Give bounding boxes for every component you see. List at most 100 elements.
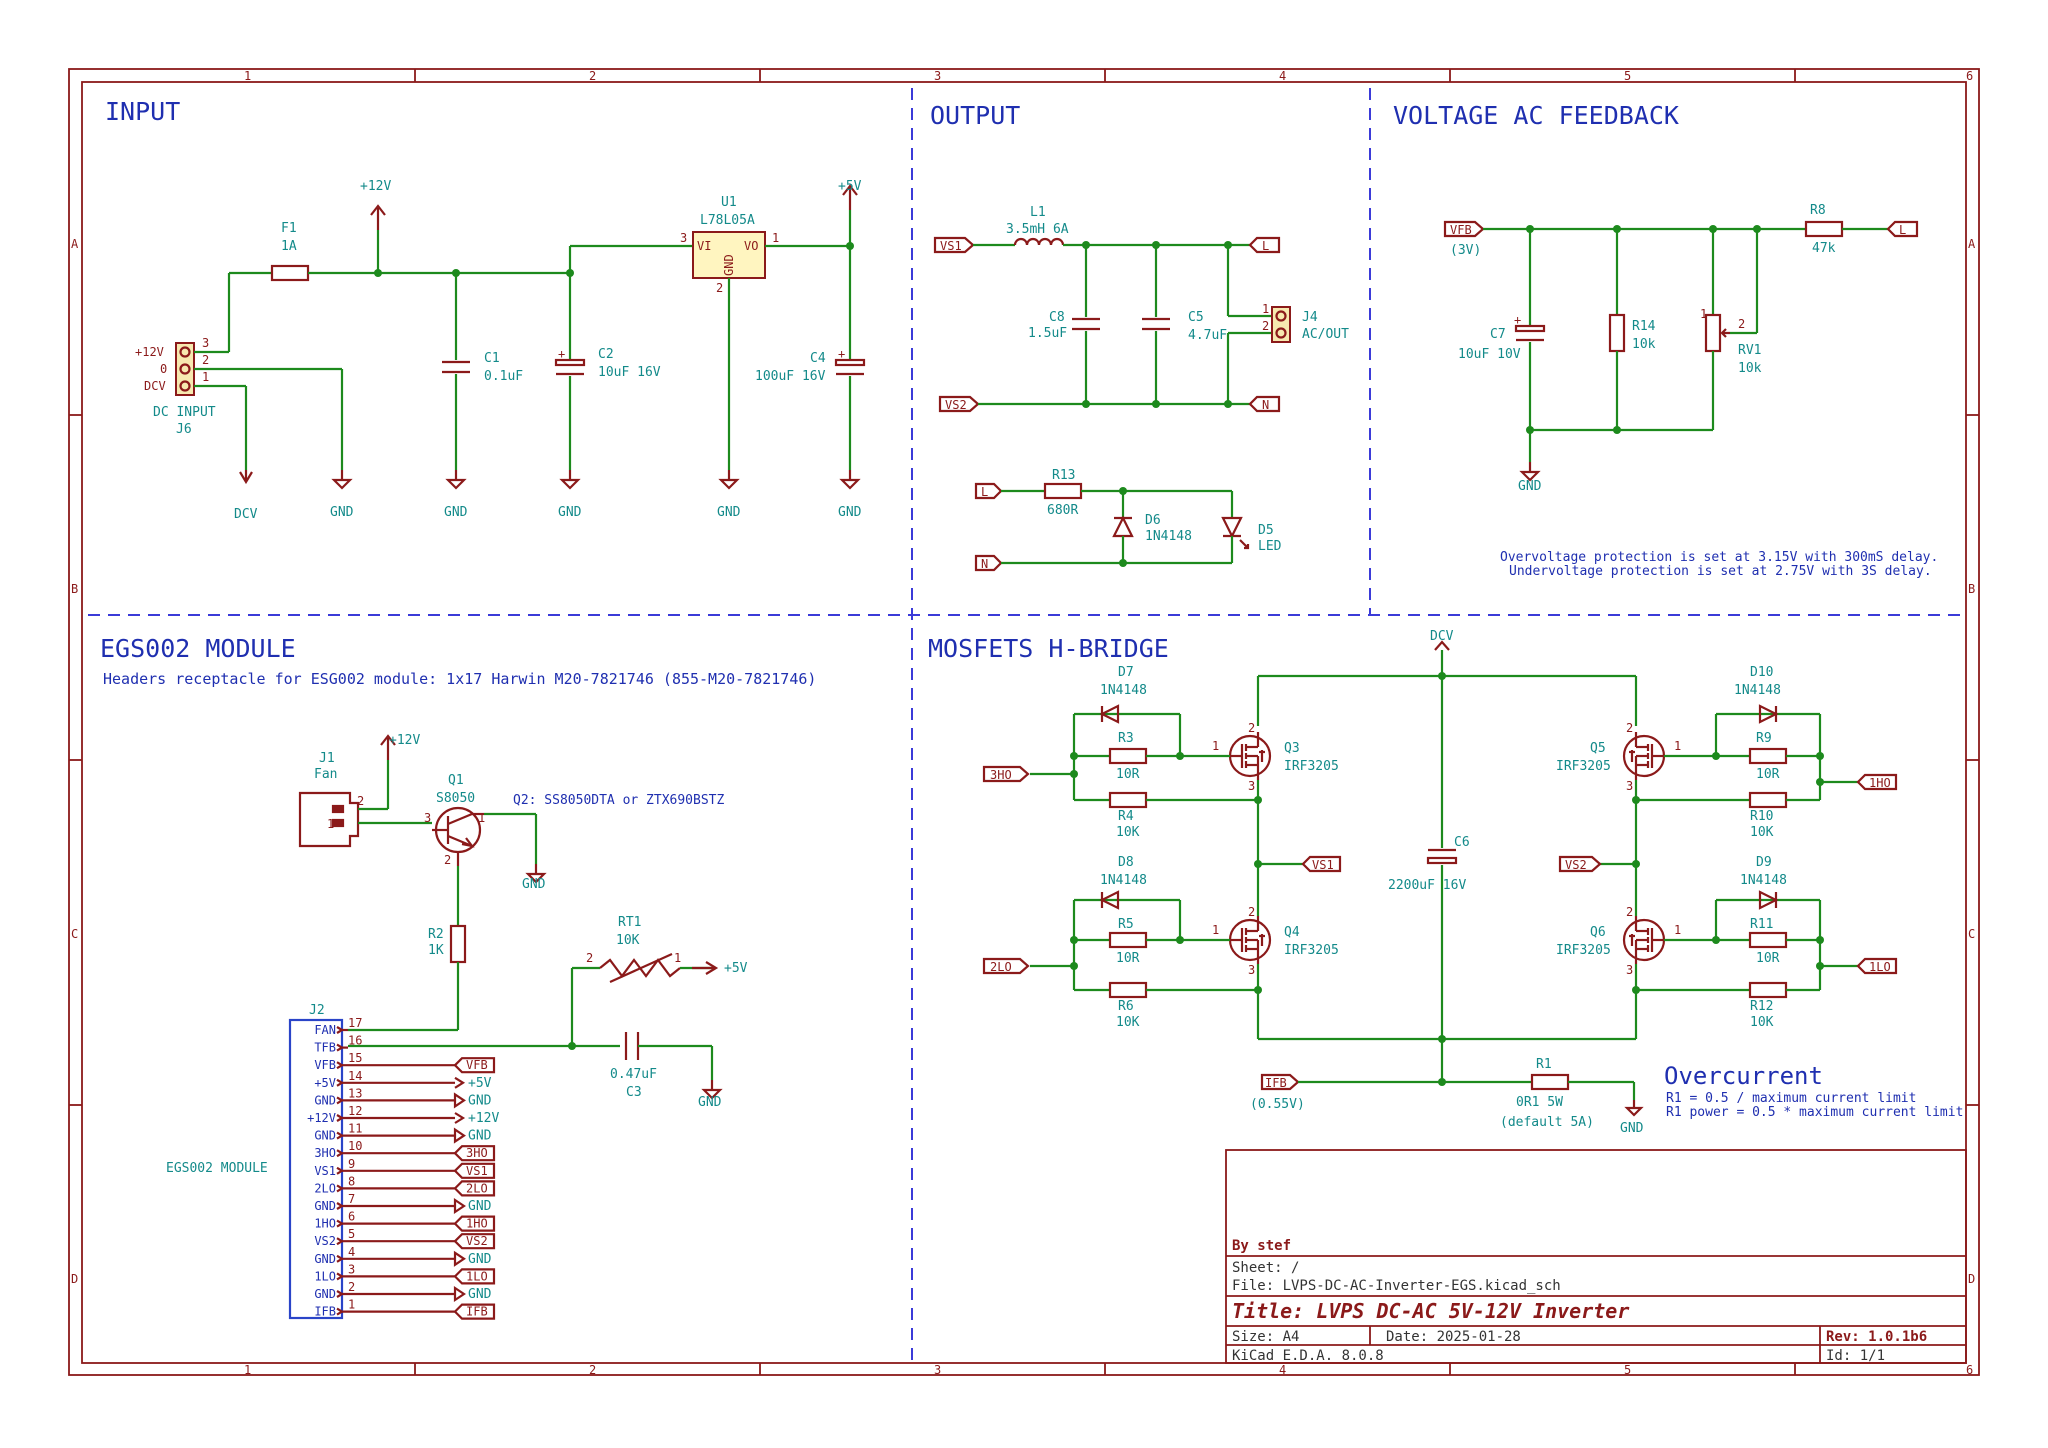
j6-num-2: 2 — [202, 353, 209, 367]
frame-row-a: A — [71, 237, 79, 251]
q6-ref: Q6 — [1590, 925, 1606, 940]
d6-value: 1N4148 — [1145, 529, 1192, 544]
j2-net-label: GND — [468, 1287, 492, 1302]
d10-value: 1N4148 — [1734, 683, 1781, 698]
j2-net-flag — [453, 1250, 466, 1267]
q5-pin3: 3 — [1626, 779, 1633, 793]
q4-ref: Q4 — [1284, 925, 1300, 940]
frame-col-6: 6 — [1966, 69, 1973, 83]
section-hbridge-title: MOSFETS H-BRIDGE — [928, 634, 1169, 663]
gnd-label-c4: GND — [838, 505, 862, 520]
d7-value: 1N4148 — [1100, 683, 1147, 698]
c7-ref: C7 — [1490, 327, 1506, 342]
d5-value: LED — [1258, 539, 1282, 554]
q3-value: IRF3205 — [1284, 759, 1339, 774]
j2-pin-number: 12 — [348, 1104, 362, 1118]
rt1-ref: RT1 — [618, 915, 641, 930]
c7-value: 10uF 10V — [1458, 347, 1521, 362]
c1-ref: C1 — [484, 351, 500, 366]
rv1-pin1: 1 — [1700, 307, 1707, 321]
j2-net-label: VS1 — [466, 1164, 488, 1178]
net-1ho: 1HO — [1869, 776, 1891, 790]
ifb-label: IFB — [1265, 1076, 1287, 1090]
j4-ref: J4 — [1302, 310, 1318, 325]
j2-pin-number: 15 — [348, 1051, 362, 1065]
net-3ho: 3HO — [990, 768, 1012, 782]
svg-text:+: + — [1514, 313, 1521, 327]
r6-value: 10K — [1116, 1015, 1140, 1030]
j2-net-flag — [453, 1303, 496, 1320]
u1-pin3: 3 — [680, 231, 687, 245]
c1-value: 0.1uF — [484, 369, 523, 384]
rt1-pin1: 1 — [674, 951, 681, 965]
frame-row-c: C — [71, 927, 78, 941]
j2-pin-name: GND — [314, 1199, 336, 1213]
section-input-title: INPUT — [105, 97, 180, 126]
r13-value: 680R — [1047, 503, 1078, 518]
d8-ref: D8 — [1118, 855, 1134, 870]
j2-pin-name: GND — [314, 1129, 336, 1143]
r13-l-label: L — [981, 485, 988, 499]
j2-pin-number: 10 — [348, 1139, 362, 1153]
tb-title: Title: LVPS DC-AC 5V-12V Inverter — [1232, 1299, 1629, 1323]
j6-pin-dcv: DCV — [144, 379, 166, 393]
j2-net-label: GND — [468, 1252, 492, 1267]
c2-value: 10uF 16V — [598, 365, 661, 380]
frame-row-c-right: C — [1968, 927, 1975, 941]
rt1-5v-label: +5V — [724, 961, 748, 976]
j2-net-label: +12V — [468, 1111, 499, 1126]
hb-dcv-label: DCV — [1430, 629, 1454, 644]
j2-net-label: 3HO — [466, 1146, 488, 1160]
gnd-label-j6: GND — [330, 505, 354, 520]
q6-pin3: 3 — [1626, 963, 1633, 977]
j2-pin-number: 11 — [348, 1122, 362, 1136]
r5-value: 10R — [1116, 951, 1140, 966]
r8-value: 47k — [1812, 241, 1836, 256]
r4-value: 10K — [1116, 825, 1140, 840]
c6-ref: C6 — [1454, 835, 1470, 850]
d5-n-label: N — [981, 557, 988, 571]
j6-pin-0: 0 — [160, 362, 167, 376]
r13-ref: R13 — [1052, 468, 1075, 483]
r3-value: 10R — [1116, 767, 1140, 782]
c4-ref: C4 — [810, 351, 826, 366]
j2-net-label: 2LO — [466, 1181, 488, 1195]
p5v-label: +5V — [838, 179, 862, 194]
ifb-voltage: (0.55V) — [1250, 1097, 1305, 1112]
frame-col-2: 2 — [589, 69, 596, 83]
j2-pin-number: 4 — [348, 1245, 355, 1259]
j2-net-flag — [453, 1197, 466, 1215]
frame-col-3-bottom: 3 — [934, 1363, 941, 1377]
tb-rev: Rev: 1.0.1b6 — [1826, 1329, 1927, 1345]
u1-ref: U1 — [721, 195, 737, 210]
section-feedback-title: VOLTAGE AC FEEDBACK — [1393, 101, 1679, 130]
j2-net-label: +5V — [468, 1076, 492, 1091]
j2-net-flag — [453, 1233, 496, 1250]
q3-pin1: 1 — [1212, 739, 1219, 753]
overcurrent-title: Overcurrent — [1664, 1062, 1823, 1090]
title-block — [1225, 1149, 1967, 1364]
q4-value: IRF3205 — [1284, 943, 1339, 958]
j4-num-1: 1 — [1262, 302, 1269, 316]
j2-net-flag — [453, 1057, 496, 1074]
f1-ref: F1 — [281, 221, 297, 236]
q4-pin3: 3 — [1248, 963, 1255, 977]
u1-value: L78L05A — [700, 213, 755, 228]
hbridge-circuit — [982, 640, 1898, 1117]
j2-net-label: IFB — [466, 1305, 488, 1319]
f1-value: 1A — [281, 239, 297, 254]
tb-file: File: LVPS-DC-AC-Inverter-EGS.kicad_sch — [1232, 1278, 1561, 1294]
j2-pin-number: 5 — [348, 1227, 355, 1241]
r14-value: 10k — [1632, 337, 1656, 352]
tb-author: By stef — [1232, 1238, 1291, 1254]
